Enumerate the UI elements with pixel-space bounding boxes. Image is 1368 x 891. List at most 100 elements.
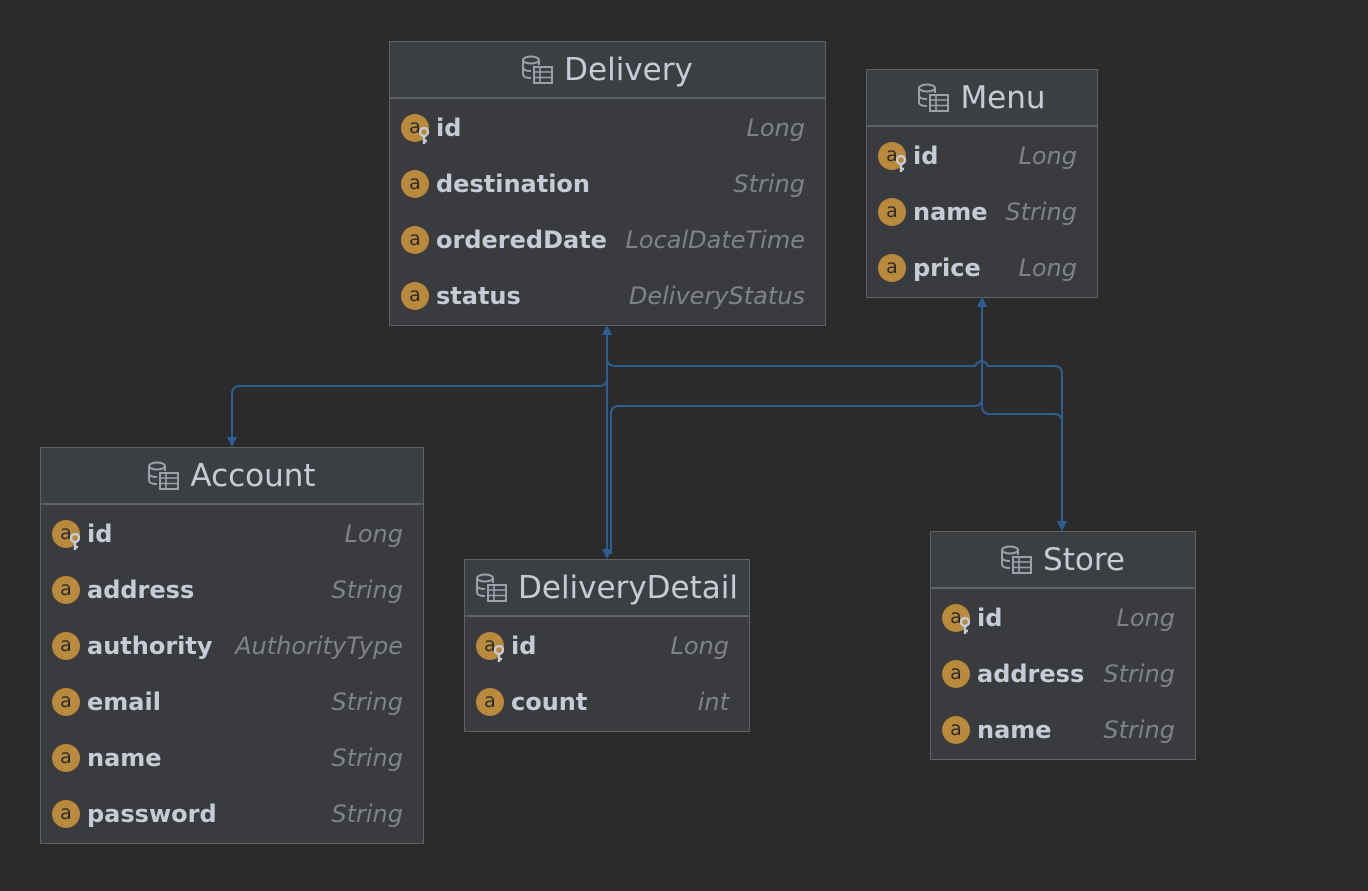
field-icon-letter: a xyxy=(52,744,80,772)
field-name: id xyxy=(511,632,537,660)
field-type: String xyxy=(1103,660,1175,688)
field-name: id xyxy=(977,604,1003,632)
database-table-icon xyxy=(1001,545,1033,574)
field-type: String xyxy=(1103,716,1175,744)
field-type: DeliveryStatus xyxy=(628,282,805,310)
field-name: address xyxy=(87,576,195,604)
field-icon-letter: a xyxy=(942,660,970,688)
field-a-icon: a xyxy=(942,604,971,634)
entity-header: DeliveryDetail xyxy=(465,560,749,617)
field-name: id xyxy=(436,114,462,142)
field-a-icon: a xyxy=(52,800,80,828)
field-type: Long xyxy=(670,632,730,660)
field-icon-letter: a xyxy=(401,170,429,198)
key-icon xyxy=(895,155,907,172)
field-type: int xyxy=(697,688,729,716)
field-name: count xyxy=(511,688,588,716)
field-name: email xyxy=(87,688,161,716)
field-name: id xyxy=(913,142,939,170)
field-name: status xyxy=(436,282,521,310)
entity-title: Menu xyxy=(960,79,1046,116)
entity-header: Menu xyxy=(867,70,1097,127)
field-a-icon: a xyxy=(878,198,906,226)
field-icon-letter: a xyxy=(401,282,429,310)
field-icon-letter: a xyxy=(52,800,80,828)
field-name: address xyxy=(977,660,1085,688)
entity-title: Delivery xyxy=(564,51,693,88)
field-type: Long xyxy=(1018,142,1078,170)
field-type: Long xyxy=(1116,604,1176,632)
field-icon-letter: a xyxy=(52,576,80,604)
field-a-icon: a xyxy=(878,254,906,282)
edge-delivery-account[interactable] xyxy=(227,325,612,447)
edge-menu-deliverydetail[interactable] xyxy=(610,297,987,554)
field-icon-letter: a xyxy=(878,198,906,226)
field-a-icon: a xyxy=(52,632,80,660)
field-name: authority xyxy=(87,632,213,660)
field-name: name xyxy=(977,716,1052,744)
field-name: password xyxy=(87,800,217,828)
field-icon-letter: a xyxy=(476,688,504,716)
entity-title: Account xyxy=(190,457,316,494)
entity-title: Store xyxy=(1043,541,1125,578)
edge-delivery-store[interactable] xyxy=(606,357,1067,531)
field-a-icon: a xyxy=(878,142,907,172)
database-table-icon xyxy=(918,83,950,112)
field-a-icon: a xyxy=(401,114,430,144)
entity-header: Store xyxy=(931,532,1195,589)
field-name: name xyxy=(87,744,162,772)
field-type: LocalDateTime xyxy=(625,226,805,254)
key-icon xyxy=(493,645,505,662)
field-a-icon: a xyxy=(942,716,970,744)
database-table-icon xyxy=(522,55,554,84)
field-a-icon: a xyxy=(942,660,970,688)
edge-menu-store[interactable] xyxy=(977,297,1067,531)
key-icon xyxy=(418,127,430,144)
field-type: Long xyxy=(344,520,404,548)
field-name: id xyxy=(87,520,113,548)
field-icon-letter: a xyxy=(52,688,80,716)
field-type: String xyxy=(331,688,403,716)
database-table-icon xyxy=(148,461,180,490)
field-a-icon: a xyxy=(52,576,80,604)
entity-header: Account xyxy=(41,448,423,505)
field-a-icon: a xyxy=(52,688,80,716)
field-type: String xyxy=(331,744,403,772)
field-name: name xyxy=(913,198,988,226)
field-type: String xyxy=(331,576,403,604)
field-type: Long xyxy=(1018,254,1078,282)
field-a-icon: a xyxy=(401,282,429,310)
field-type: String xyxy=(1005,198,1077,226)
field-a-icon: a xyxy=(52,520,81,550)
field-icon-letter: a xyxy=(942,716,970,744)
field-name: price xyxy=(913,254,981,282)
field-name: orderedDate xyxy=(436,226,607,254)
